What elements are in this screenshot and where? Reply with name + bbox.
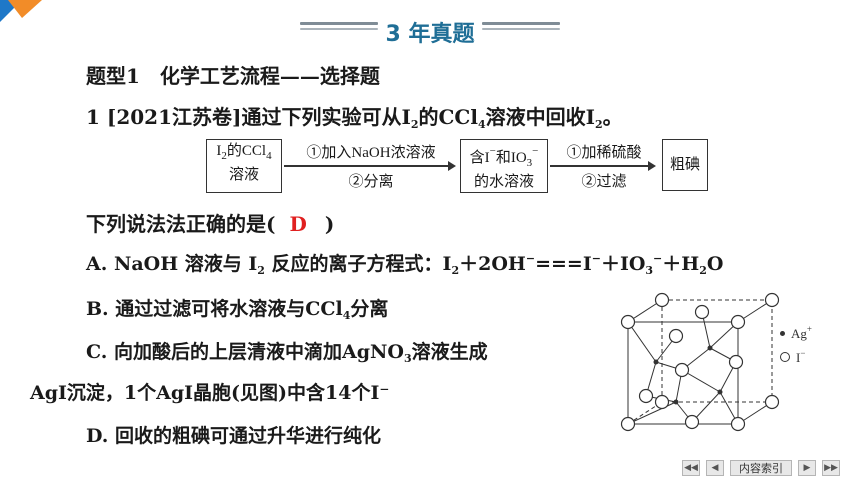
figure-legend: Ag+ I− (780, 324, 812, 366)
question-type: 题型1 化学工艺流程——选择题 (86, 64, 380, 88)
option-c-line1: C. 向加酸后的上层清液中滴加AgNO3溶液生成 (86, 341, 488, 365)
section-title: 3 年真题 (385, 22, 475, 47)
question-stem: 1 [2021江苏卷]通过下列实验可从I2的CCl4溶液中回收I2。 (86, 105, 623, 131)
agi-crystal-cell-figure (620, 292, 780, 432)
header-right-bars (482, 22, 560, 34)
option-b: B. 通过过滤可将水溶液与CCl4分离 (86, 298, 389, 322)
flow-step1-top: ①加入NaOH浓溶液 (306, 145, 436, 161)
answer-letter: D (289, 212, 307, 236)
legend-ag-marker-icon (780, 330, 785, 336)
flow-step1-bottom: ②分离 (348, 174, 394, 190)
answer-prompt: 下列说法法正确的是(D) (86, 212, 335, 236)
flow-step2-top: ①加稀硫酸 (566, 145, 642, 161)
prev-page-button[interactable]: ◀ (706, 460, 724, 476)
slide-navigation: ◀◀ ◀ 内容索引 ▶ ▶▶ (682, 459, 840, 477)
flow-arrow-2 (550, 162, 656, 170)
flow-arrow-1 (284, 162, 456, 170)
flow-box-end: 粗碘 (662, 139, 708, 191)
question-number: 1 (86, 105, 100, 129)
option-d: D. 回收的粗碘可通过升华进行纯化 (86, 425, 382, 447)
flow-box-middle: 含I−和IO3− 的水溶液 (460, 139, 548, 193)
flow-step2-bottom: ②过滤 (581, 174, 627, 190)
legend-i-label: I (796, 350, 801, 365)
next-page-button[interactable]: ▶ (798, 460, 816, 476)
legend-i-marker-icon (780, 352, 790, 362)
process-flow-diagram: I2的CCl4 溶液 ①加入NaOH浓溶液 ②分离 含I−和IO3− 的水溶液 … (206, 139, 708, 194)
last-page-button[interactable]: ▶▶ (822, 460, 840, 476)
legend-ag-label: Ag (791, 326, 807, 341)
question-source: [2021江苏卷] (106, 105, 242, 129)
option-a: A. NaOH 溶液与 I2 反应的离子方程式：I2＋2OH−===I−＋IO3… (86, 252, 724, 277)
corner-decoration (0, 0, 42, 22)
header-left-bars (300, 22, 378, 34)
content-index-button[interactable]: 内容索引 (730, 460, 792, 476)
first-page-button[interactable]: ◀◀ (682, 460, 700, 476)
option-c-line2: AgI沉淀，1个AgI晶胞(见图)中含14个I⁻ (30, 382, 390, 404)
flow-box-start: I2的CCl4 溶液 (206, 139, 282, 193)
